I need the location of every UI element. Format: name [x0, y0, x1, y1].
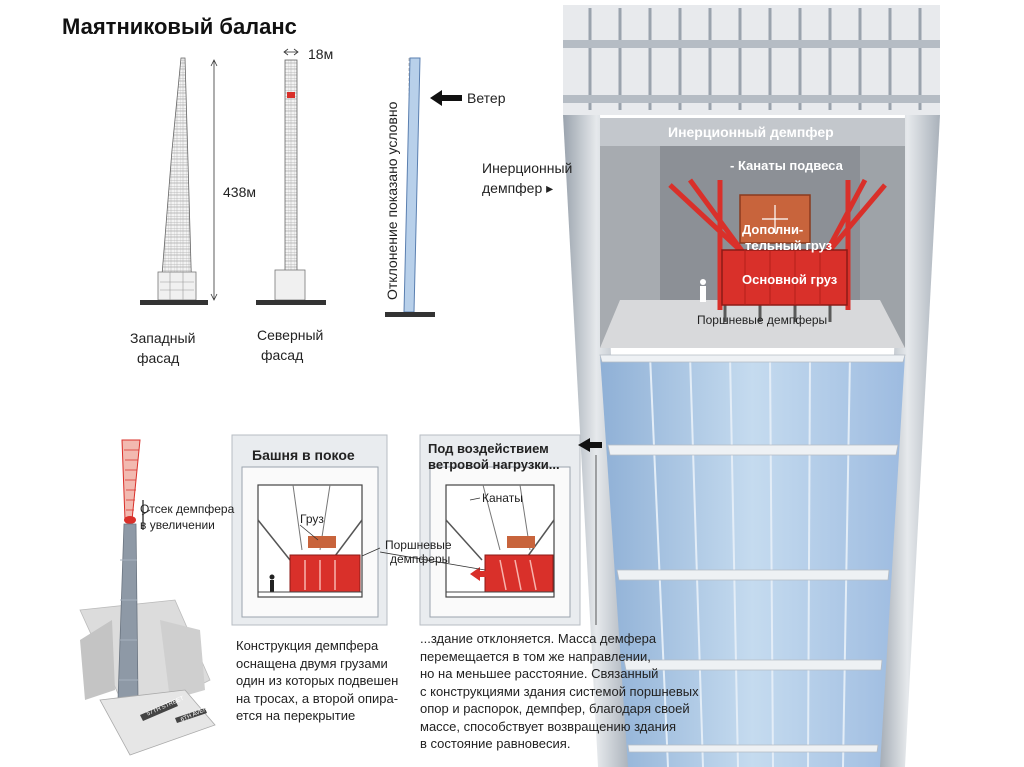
panel-rest-pistons-label-line1: Поршневые: [385, 538, 452, 552]
west-facade-label-line1: Западный: [130, 330, 196, 346]
page-title: Маятниковый баланс: [62, 14, 297, 39]
inertial-damper-label-line2: демпфер ▸: [482, 180, 554, 196]
deflection-drawing: [385, 57, 462, 317]
height-dimension-label: 438м: [223, 184, 256, 200]
panel-rest-drawing: [231, 434, 388, 626]
tower-cutaway-drawing: [563, 5, 940, 767]
caption-line: на тросах, а второй опира-: [236, 690, 399, 706]
person-silhouette: [700, 279, 706, 302]
deflection-note: Отклонение показано условно: [384, 101, 400, 300]
west-facade-label-line2: фасад: [137, 350, 180, 366]
north-facade-drawing: [256, 48, 326, 305]
caption-line: Конструкция демпфера: [236, 638, 379, 653]
red-damper-frame: [668, 178, 887, 310]
panel-wind-cables-label: Канаты: [482, 491, 523, 505]
leader-lines: [141, 497, 486, 571]
caption-line: один из которых подвешен: [236, 673, 399, 688]
wind-label: Ветер: [467, 90, 506, 106]
extra-weight-label-line1: Дополни-: [742, 222, 804, 237]
panel-wind-drawing: [419, 434, 602, 626]
caption-line: ...здание отклоняется. Масса демфера: [420, 631, 657, 646]
panel-rest-weight-label: Груз: [300, 512, 324, 526]
caption-line: с конструкциями здания системой поршневы…: [420, 683, 699, 699]
caption-line: ется на перекрытие: [236, 708, 356, 723]
caption-line: перемещается в том же направлении,: [420, 648, 651, 664]
north-facade-label-line2: фасад: [261, 347, 304, 363]
west-facade-drawing: [140, 57, 218, 305]
panel-wind-title-line1: Под воздействием: [428, 441, 549, 456]
pistons-label: Поршневые демпферы: [697, 313, 828, 327]
wind-arrow-icon: [430, 90, 462, 106]
cables-label: - Канаты подвеса: [730, 158, 843, 173]
wind-load-arrow-icon: [578, 438, 602, 452]
small-tower-drawing: [79, 439, 216, 756]
caption-line: массе, способствует возвращению здания: [420, 718, 677, 734]
caption-line: опор и распорок, демпфер, благодаря свое…: [420, 701, 690, 716]
damper-zoom-label-line2: в увеличении: [140, 518, 215, 532]
main-weight: [721, 249, 848, 306]
panel-rest-pistons-label-line2: демпферы: [390, 552, 451, 566]
main-weight-label: Основной груз: [742, 272, 838, 287]
panel-wind-title-line2: ветровой нагрузки...: [428, 457, 560, 472]
shift-arrow-icon: [470, 567, 492, 581]
panel-rest-title: Башня в покое: [252, 447, 355, 463]
damper-zoom-label-line1: Отсек демпфера: [140, 502, 235, 516]
caption-line: но на меньшее расстояние. Связанный: [420, 666, 659, 681]
caption-line: в состояние равновесия.: [420, 736, 571, 751]
inertial-damper-label-line1: Инерционный: [482, 160, 573, 176]
caption-line: оснащена двумя грузами: [236, 655, 388, 671]
panel-wind-caption: ...здание отклоняется. Масса демфера пер…: [420, 630, 699, 753]
extra-weight-label-line2: тельный груз: [745, 238, 833, 253]
width-dimension-label: 18м: [308, 46, 334, 62]
north-facade-label-line1: Северный: [257, 327, 324, 343]
cutaway-header: Инерционный демпфер: [668, 124, 834, 140]
panel-rest-caption: Конструкция демпфера оснащена двумя груз…: [236, 637, 398, 725]
